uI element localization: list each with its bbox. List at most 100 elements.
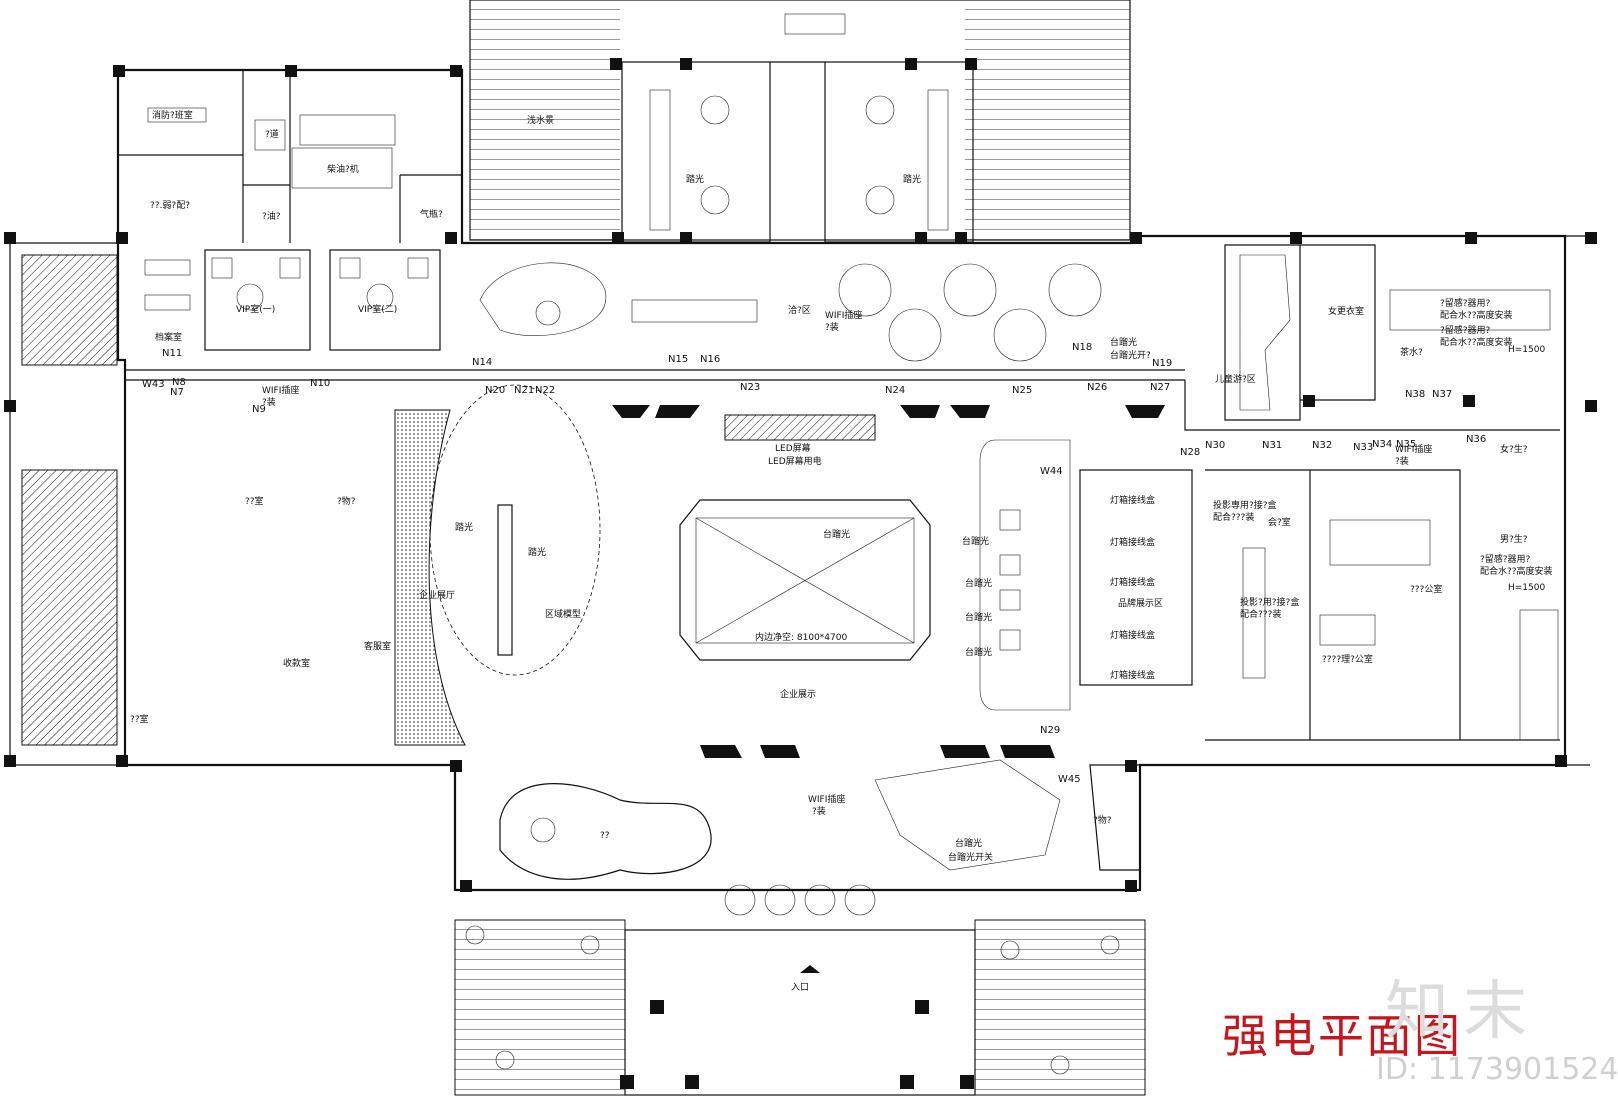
svg-text:台蹓光: 台蹓光: [965, 646, 992, 658]
svg-text:投影?用?接?盒: 投影?用?接?盒: [1240, 596, 1299, 608]
pond-area: [499, 759, 1141, 880]
svg-text:?装: ?装: [825, 321, 839, 333]
svg-text:灯箱接线盒: 灯箱接线盒: [1110, 669, 1155, 681]
kids-locker: [1224, 244, 1376, 421]
label-meeting: 会?室: [1268, 516, 1291, 528]
top-lounge: [621, 61, 974, 243]
label-entrance: 入口: [791, 982, 809, 993]
svg-text:?留感?器用?: ?留感?器用?: [1440, 297, 1491, 309]
svg-text:配合水??高度安装: 配合水??高度安装: [1480, 565, 1553, 577]
room-labels: 消防?班室 ?道 柴油?机 ??.弱?配? ?油? 气瓶? 浅水景 档案室 VI…: [130, 109, 1528, 993]
svg-text:配合???装: 配合???装: [1213, 511, 1254, 523]
svg-text:台蹓光开关: 台蹓光开关: [948, 851, 993, 863]
svg-text:踏光: 踏光: [903, 173, 921, 185]
svg-text:N8: N8: [172, 377, 186, 388]
label-diesel: 柴油?机: [327, 163, 359, 175]
svg-text:N26: N26: [1087, 382, 1107, 393]
brand-area: [979, 439, 1193, 711]
svg-text:W45: W45: [1058, 774, 1081, 785]
svg-text:台蹓光: 台蹓光: [823, 528, 850, 540]
svg-text:N18: N18: [1072, 342, 1092, 353]
svg-text:灯箱接线盒: 灯箱接线盒: [1110, 536, 1155, 548]
svg-text:N20: N20: [485, 385, 505, 396]
label-enterprise-show: 企业展示: [780, 688, 816, 700]
svg-text:?装: ?装: [1395, 455, 1409, 467]
svg-text:N25: N25: [1012, 385, 1032, 396]
svg-text:踏光: 踏光: [455, 521, 473, 533]
svg-text:台蹓光: 台蹓光: [955, 837, 982, 849]
label-inner-clear: 内边净空: 8100*4700: [755, 631, 847, 643]
svg-text:N24: N24: [885, 385, 905, 396]
label-fire-duty: 消防?班室: [152, 109, 193, 121]
svg-text:灯箱接线盒: 灯箱接线盒: [1110, 494, 1155, 506]
svg-text:N35: N35: [1396, 439, 1416, 450]
svg-text:H=1500: H=1500: [1508, 583, 1545, 593]
label-corridor: ?道: [265, 128, 279, 140]
label-office2: ????理?公室: [1322, 653, 1373, 665]
label-archive: 档案室: [155, 331, 182, 343]
svg-text:踏光: 踏光: [528, 546, 546, 558]
svg-text:W44: W44: [1040, 466, 1063, 477]
label-kids-area: 儿童游?区: [1215, 373, 1256, 385]
svg-text:WIFI插座: WIFI插座: [1395, 443, 1432, 455]
label-vip1: VIP室(一): [236, 303, 275, 315]
label-storage: ?物?: [337, 495, 356, 507]
watermark-id: ID: 1173901524: [1376, 1052, 1618, 1087]
svg-text:N32: N32: [1312, 440, 1332, 451]
svg-text:N37: N37: [1432, 389, 1452, 400]
svg-text:N10: N10: [310, 378, 330, 389]
top-deck: [469, 0, 1131, 241]
left-hatched-blocks: [21, 254, 118, 746]
label-area-model: 区域模型: [545, 608, 581, 620]
svg-text:台蹓光: 台蹓光: [965, 577, 992, 589]
label-vip2: VIP室(二): [358, 303, 397, 315]
svg-text:N21: N21: [514, 385, 534, 396]
svg-text:N38: N38: [1405, 389, 1425, 400]
svg-text:投影専用?接?盒: 投影専用?接?盒: [1213, 499, 1277, 511]
svg-text:灯箱接线盒: 灯箱接线盒: [1110, 629, 1155, 641]
label-customer-service: 客服室: [364, 640, 391, 652]
svg-text:?装: ?装: [262, 396, 276, 408]
svg-text:N11: N11: [162, 348, 182, 359]
svg-text:台蹓光开?: 台蹓光开?: [1110, 349, 1151, 361]
svg-text:N22: N22: [535, 385, 555, 396]
svg-text:N28: N28: [1180, 447, 1200, 458]
svg-text:N23: N23: [740, 382, 760, 393]
svg-text:N30: N30: [1205, 440, 1225, 451]
label-office1: ???公室: [1410, 583, 1442, 595]
svg-text:N33: N33: [1353, 442, 1373, 453]
svg-text:N15: N15: [668, 354, 688, 365]
svg-text:配合水??高度安装: 配合水??高度安装: [1440, 309, 1513, 321]
svg-text:N31: N31: [1262, 440, 1282, 451]
svg-text:灯箱接线盒: 灯箱接线盒: [1110, 576, 1155, 588]
label-pantry: 茶水?: [1400, 346, 1423, 358]
round-tables: [631, 263, 1102, 362]
display-fixtures: [612, 405, 1165, 758]
svg-text:N14: N14: [472, 357, 492, 368]
lounge-curve: [479, 262, 607, 336]
circuit-nodes: N7 N8 N9 N10 N11 N14 N15 N16 N18 N19 N20…: [142, 342, 1486, 785]
svg-text:台蹓光: 台蹓光: [962, 535, 989, 547]
svg-text:?留感?器用?: ?留感?器用?: [1480, 553, 1531, 565]
svg-text:N7: N7: [170, 387, 184, 398]
label-female-wc: 女?生?: [1500, 443, 1528, 455]
svg-text:?装: ?装: [812, 805, 826, 817]
label-water-feature: 浅水景: [527, 114, 554, 126]
svg-text:N16: N16: [700, 354, 720, 365]
service-rooms: [117, 70, 462, 243]
label-cashier: 收款室: [283, 657, 310, 669]
label-pond: ??: [600, 831, 610, 841]
svg-text:W43: W43: [142, 379, 165, 390]
svg-text:台蹓光: 台蹓光: [965, 611, 992, 623]
svg-text:配合???装: 配合???装: [1240, 608, 1281, 620]
label-tea-area: 洽?区: [788, 304, 811, 316]
label-storage2: ?物?: [1093, 814, 1112, 826]
central-display: [394, 384, 931, 746]
svg-text:N27: N27: [1150, 382, 1170, 393]
svg-text:WIFI插座: WIFI插座: [808, 793, 845, 805]
label-enterprise-hall: 企业展厅: [419, 589, 455, 601]
drawing-title: 强电平面图: [1222, 1009, 1462, 1063]
label-oil: ?油?: [262, 210, 281, 222]
label-led-power: LED屏幕用电: [768, 455, 822, 467]
